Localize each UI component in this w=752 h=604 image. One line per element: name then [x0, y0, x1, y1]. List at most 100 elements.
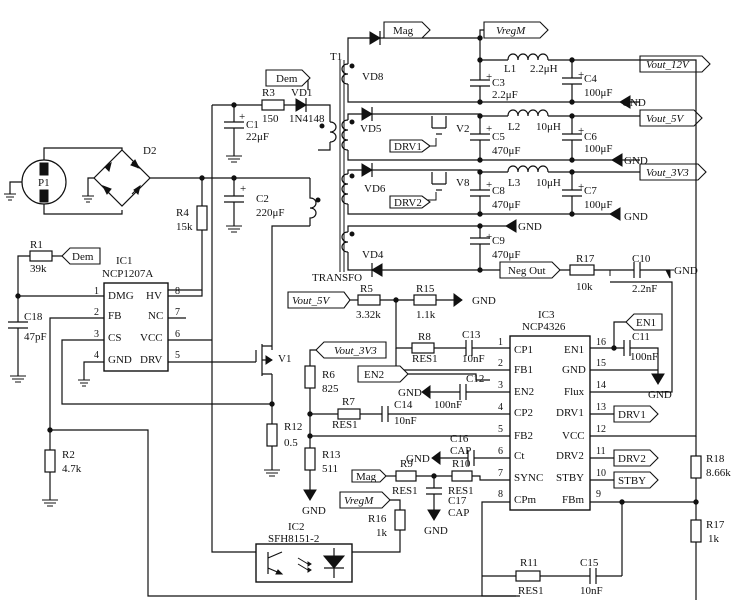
- svg-text:5: 5: [175, 350, 180, 361]
- svg-text:R3: R3: [262, 87, 275, 99]
- mosfet-v8: [431, 172, 447, 185]
- transformer-t1: T1 TRANSFO: [271, 51, 362, 350]
- svg-text:V1: V1: [278, 353, 291, 365]
- svg-text:Neg Out: Neg Out: [508, 265, 546, 277]
- svg-text:22μF: 22μF: [246, 131, 269, 143]
- svg-text:1.1k: 1.1k: [416, 309, 436, 321]
- svg-text:VD8: VD8: [362, 71, 384, 83]
- svg-text:15: 15: [596, 358, 606, 369]
- svg-text:10μH: 10μH: [536, 121, 561, 133]
- svg-text:CS: CS: [108, 332, 121, 344]
- svg-text:V2: V2: [456, 123, 469, 135]
- svg-text:L1: L1: [504, 63, 516, 75]
- svg-text:511: 511: [322, 463, 338, 475]
- diode-vd4: [371, 263, 383, 277]
- svg-text:Vout_3V3: Vout_3V3: [334, 345, 377, 357]
- svg-text:C3: C3: [492, 77, 505, 89]
- svg-text:470μF: 470μF: [492, 145, 521, 157]
- tag-drv2-out: DRV2: [613, 449, 659, 467]
- ground-icon: [10, 375, 26, 383]
- svg-text:EN1: EN1: [564, 344, 584, 356]
- diode-icon: [130, 159, 141, 169]
- svg-text:R6: R6: [322, 369, 335, 381]
- ground-arrow-icon: [421, 385, 431, 399]
- ground-arrow-icon: [303, 489, 317, 501]
- tag-stby: STBY: [613, 471, 659, 489]
- svg-text:VD5: VD5: [360, 123, 382, 135]
- svg-text:100μF: 100μF: [584, 143, 613, 155]
- ground-icon: [226, 225, 242, 233]
- svg-text:FB2: FB2: [514, 430, 533, 442]
- svg-text:C10: C10: [632, 253, 651, 265]
- svg-text:+: +: [578, 181, 584, 193]
- svg-text:CAP: CAP: [450, 445, 471, 457]
- ground-arrow-icon: [431, 451, 441, 465]
- ground-arrow-icon: [505, 219, 517, 233]
- svg-text:DRV2: DRV2: [556, 450, 584, 462]
- svg-text:470μF: 470μF: [492, 249, 521, 261]
- svg-text:10μH: 10μH: [536, 177, 561, 189]
- svg-text:+: +: [486, 179, 492, 191]
- svg-text:+: +: [486, 71, 492, 83]
- ground-icon: [4, 193, 16, 201]
- svg-text:R17: R17: [576, 253, 595, 265]
- ground-arrow-icon: [427, 509, 441, 521]
- ground-arrow-icon: [651, 373, 665, 385]
- ic2-optocoupler: IC2 SFH8151-2: [255, 521, 353, 583]
- diode-vd8: [369, 31, 381, 45]
- svg-text:VD4: VD4: [362, 249, 384, 261]
- svg-text:100μF: 100μF: [584, 199, 613, 211]
- ic1-ncp1207a: IC1 NCP1207A DMG FB CS GND HV NC VCC DRV…: [61, 255, 272, 405]
- svg-text:6: 6: [175, 329, 180, 340]
- svg-text:C5: C5: [492, 131, 505, 143]
- bulk-capacitor-c2: + C2 220μF: [224, 178, 285, 233]
- svg-text:GND: GND: [424, 525, 448, 537]
- svg-text:GND: GND: [674, 265, 698, 277]
- svg-text:C4: C4: [584, 73, 597, 85]
- svg-text:STBY: STBY: [556, 472, 584, 484]
- tag-vout-5v-in: Vout_5V: [287, 291, 351, 309]
- svg-text:C18: C18: [24, 311, 43, 323]
- svg-text:39k: 39k: [30, 263, 47, 275]
- svg-text:R7: R7: [342, 396, 355, 408]
- svg-text:8: 8: [498, 489, 503, 500]
- svg-text:RES1: RES1: [448, 485, 474, 497]
- svg-text:L3: L3: [508, 177, 521, 189]
- primary-mosfet-v1: V1 R12 0.5: [255, 344, 302, 477]
- svg-text:NC: NC: [148, 310, 163, 322]
- tag-drv2-left: DRV2: [389, 195, 431, 209]
- svg-text:C15: C15: [580, 557, 599, 569]
- svg-text:EN2: EN2: [364, 369, 384, 381]
- diode-icon: [103, 161, 112, 172]
- svg-text:CP1: CP1: [514, 344, 533, 356]
- tag-vout-12v: Vout_12V: [639, 55, 711, 73]
- svg-text:C2: C2: [256, 193, 269, 205]
- tag-mag-in: Mag: [351, 469, 387, 483]
- svg-text:10: 10: [596, 468, 606, 479]
- svg-text:GND: GND: [406, 453, 430, 465]
- svg-text:8: 8: [175, 286, 180, 297]
- svg-text:R5: R5: [360, 283, 373, 295]
- output-3v3-stage: VD6 V8 + C8 470μF L3 10μH + C7 100μF GND: [347, 163, 648, 223]
- svg-text:14: 14: [596, 380, 606, 391]
- svg-text:FB: FB: [108, 310, 121, 322]
- svg-text:Ct: Ct: [514, 450, 524, 462]
- tag-dem-top: Dem: [265, 69, 311, 87]
- svg-text:R16: R16: [368, 513, 387, 525]
- tag-vout-3v3: Vout_3V3: [639, 163, 707, 181]
- bridge-rectifier-d2: D2: [82, 145, 310, 207]
- svg-text:Vout_5V: Vout_5V: [646, 113, 685, 125]
- svg-text:DRV2: DRV2: [618, 453, 646, 465]
- svg-text:4.7k: 4.7k: [62, 463, 82, 475]
- svg-text:8.66k: 8.66k: [706, 467, 731, 479]
- en2-capacitor-c12: GND C12 100nF: [398, 373, 490, 411]
- svg-text:RES1: RES1: [518, 585, 544, 597]
- svg-text:GND: GND: [302, 505, 326, 517]
- svg-text:NCP4326: NCP4326: [522, 321, 566, 333]
- svg-text:12: 12: [596, 424, 606, 435]
- svg-text:825: 825: [322, 383, 339, 395]
- svg-text:9: 9: [596, 489, 601, 500]
- svg-text:C17: C17: [448, 495, 467, 507]
- svg-text:150: 150: [262, 113, 279, 125]
